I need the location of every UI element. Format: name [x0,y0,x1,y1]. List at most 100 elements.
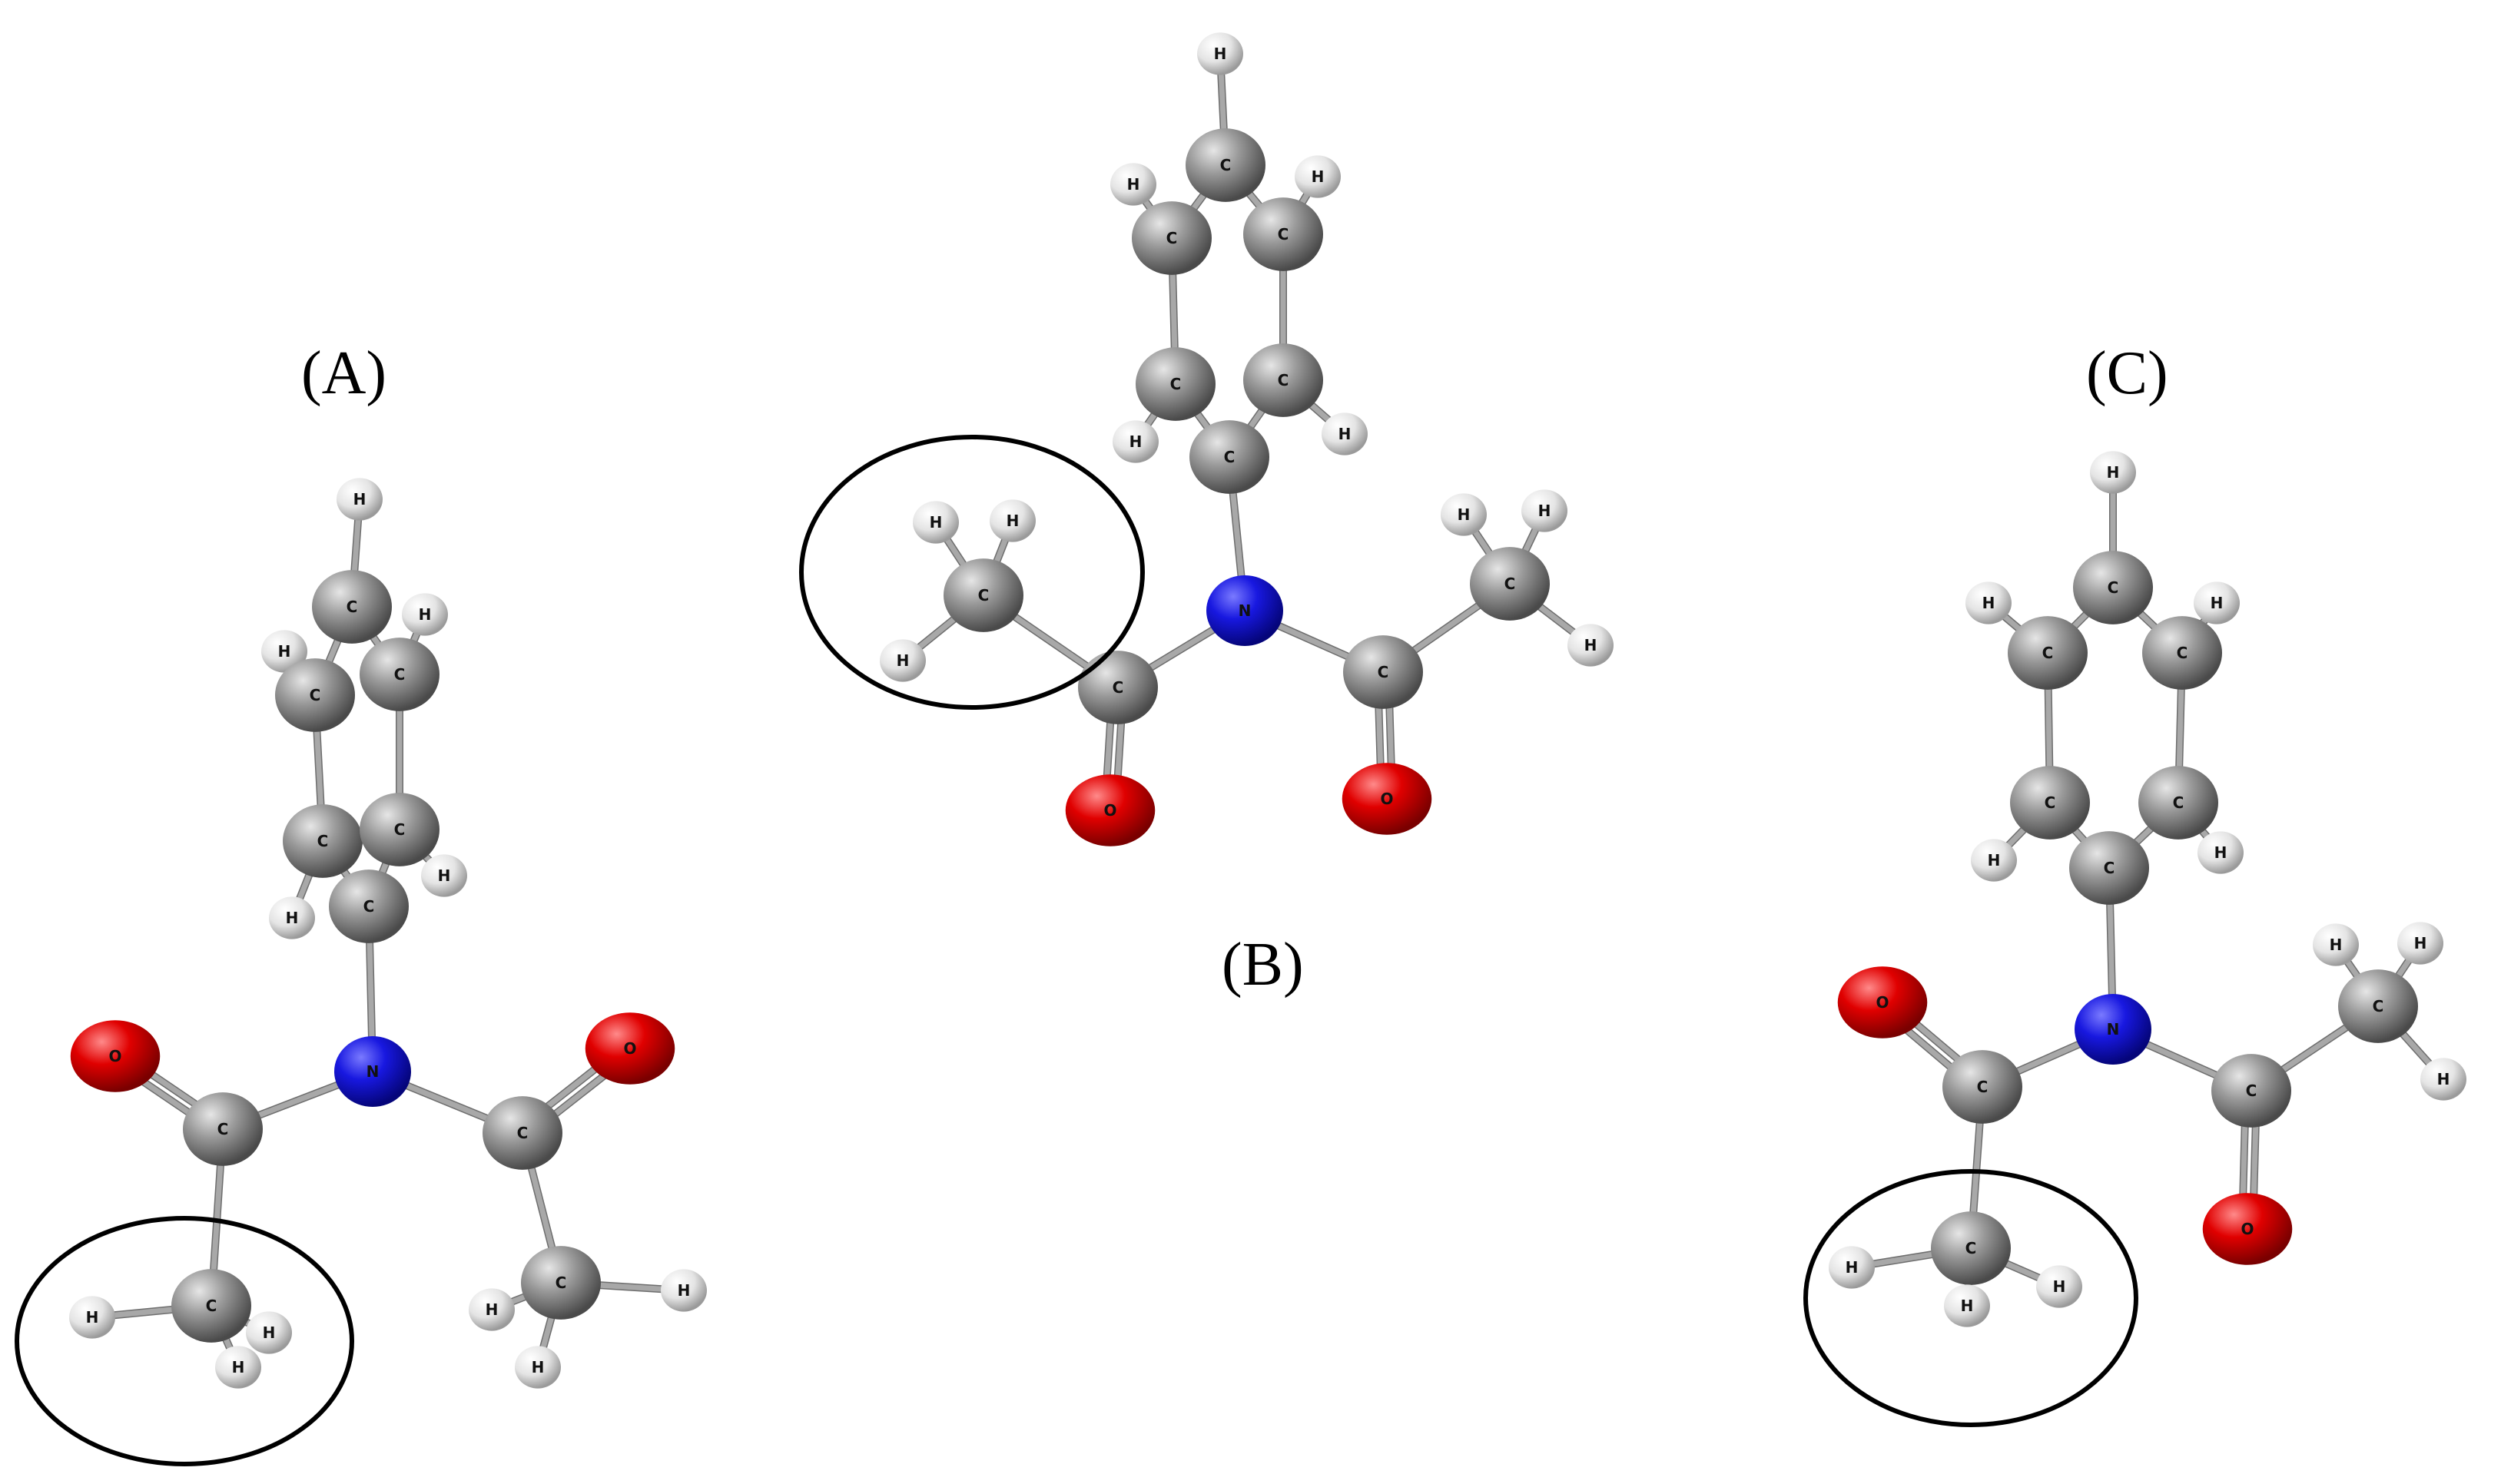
atom-oxygen-a-13 [70,1020,161,1092]
atom-hydrogen-c-18 [1944,1284,1990,1327]
atom-oxygen-a-15 [585,1012,675,1085]
atom-label-a-19: H [232,1358,245,1376]
highlight-circle-a [15,1216,354,1466]
panel-label-b: (B) [1222,931,1304,999]
atom-label-b-22: H [1538,502,1551,520]
atom-label-a-6: C [317,832,329,850]
atom-carbon-a-16 [171,1269,251,1343]
atom-label-c-6: C [2045,793,2056,812]
atom-label-c-20: C [2373,997,2384,1015]
atom-label-a-15: O [623,1039,636,1058]
atom-label-a-10: C [363,897,375,916]
atom-label-c-16: C [1965,1239,1977,1257]
panel-label-a: (A) [301,340,386,407]
atom-label-b-7: C [1278,371,1289,389]
atom-carbon-a-5 [360,638,439,711]
atom-carbon-a-4 [275,658,355,732]
atom-label-c-9: H [2214,843,2227,862]
atom-label-a-21: H [486,1300,499,1319]
atom-label-b-4: C [1166,229,1178,247]
atom-hydrogen-c-22 [2397,922,2443,965]
atom-label-a-8: H [286,909,299,927]
atom-hydrogen-a-22 [661,1269,707,1312]
atom-label-a-3: H [419,605,432,624]
atom-hydrogen-c-0 [2090,451,2136,494]
atom-hydrogen-b-17 [913,501,959,544]
atom-label-b-5: C [1278,225,1289,243]
atom-label-c-8: H [1988,851,2001,870]
atom-label-b-23: H [1584,636,1597,654]
atom-carbon-c-6 [2010,766,2090,840]
atom-label-b-9: H [1338,425,1352,443]
atom-label-b-19: H [897,651,910,670]
atom-label-c-0: H [2107,463,2120,482]
atom-hydrogen-b-19 [880,639,926,682]
atom-label-a-13: O [108,1047,121,1065]
atom-oxygen-b-15 [1342,763,1432,835]
atom-label-b-12: C [1113,678,1124,697]
atom-carbon-c-1 [2073,551,2153,624]
atom-label-c-7: C [2173,793,2184,812]
atom-label-c-22: H [2414,934,2427,952]
atom-carbon-c-12 [1942,1050,2022,1124]
atom-label-b-21: H [1458,505,1471,524]
atom-hydrogen-a-18 [246,1311,292,1354]
atom-carbon-a-6 [283,804,363,878]
atom-hydrogen-a-9 [421,854,467,897]
atom-label-a-2: H [278,642,291,661]
atom-oxygen-b-13 [1065,774,1156,846]
atom-carbon-a-14 [483,1096,562,1170]
panel-label-c: (C) [2086,340,2168,407]
atom-hydrogen-a-19 [215,1346,261,1389]
atom-oxygen-c-13 [1837,966,1928,1038]
atom-hydrogen-c-19 [2036,1265,2082,1308]
atom-label-c-19: H [2053,1277,2066,1296]
atom-nitrogen-a-11 [334,1036,411,1107]
atom-hydrogen-c-2 [1965,581,2012,624]
atom-label-c-4: C [2042,644,2054,662]
atom-label-a-1: C [347,598,358,616]
atom-label-c-18: H [1961,1297,1974,1315]
atom-label-c-1: C [2108,578,2119,597]
atom-hydrogen-a-3 [402,593,448,636]
atom-hydrogen-c-17 [1829,1246,1875,1289]
atom-carbon-c-16 [1931,1211,2011,1285]
atom-label-a-22: H [678,1281,691,1300]
atom-label-b-14: C [1378,663,1389,681]
atom-label-a-23: H [532,1358,545,1376]
atom-hydrogen-b-9 [1322,412,1368,455]
atom-nitrogen-c-11 [2075,994,2151,1065]
atom-label-c-5: C [2177,644,2188,662]
atom-carbon-a-1 [312,570,392,644]
atom-label-b-2: H [1127,175,1140,194]
atom-carbon-b-10 [1189,420,1269,494]
atom-label-b-18: H [1007,512,1020,530]
highlight-circle-b [799,435,1145,710]
highlight-circle-c [1803,1169,2138,1427]
atom-carbon-c-5 [2142,616,2222,690]
atom-hydrogen-b-22 [1521,489,1567,532]
atom-hydrogen-b-3 [1295,155,1341,198]
atom-hydrogen-b-23 [1567,624,1614,667]
atom-hydrogen-b-18 [990,499,1036,542]
atom-label-a-18: H [263,1323,276,1342]
atom-label-a-7: C [394,820,406,839]
atom-hydrogen-a-8 [269,896,315,939]
atom-label-b-8: H [1129,432,1143,451]
atom-carbon-c-10 [2069,831,2149,905]
atom-hydrogen-a-23 [515,1346,561,1389]
atom-label-a-5: C [394,665,406,684]
atom-label-b-3: H [1312,167,1325,186]
atom-label-c-11: N [2107,1020,2120,1038]
atom-label-a-9: H [438,866,451,885]
atom-carbon-a-7 [360,793,439,866]
atom-label-b-11: N [1239,601,1252,620]
atom-carbon-b-16 [944,558,1023,632]
atom-label-b-20: C [1504,575,1516,593]
atom-carbon-c-20 [2338,969,2418,1043]
atom-label-c-23: H [2437,1070,2450,1088]
atom-label-a-20: C [556,1274,567,1292]
atom-label-b-1: C [1220,156,1232,174]
